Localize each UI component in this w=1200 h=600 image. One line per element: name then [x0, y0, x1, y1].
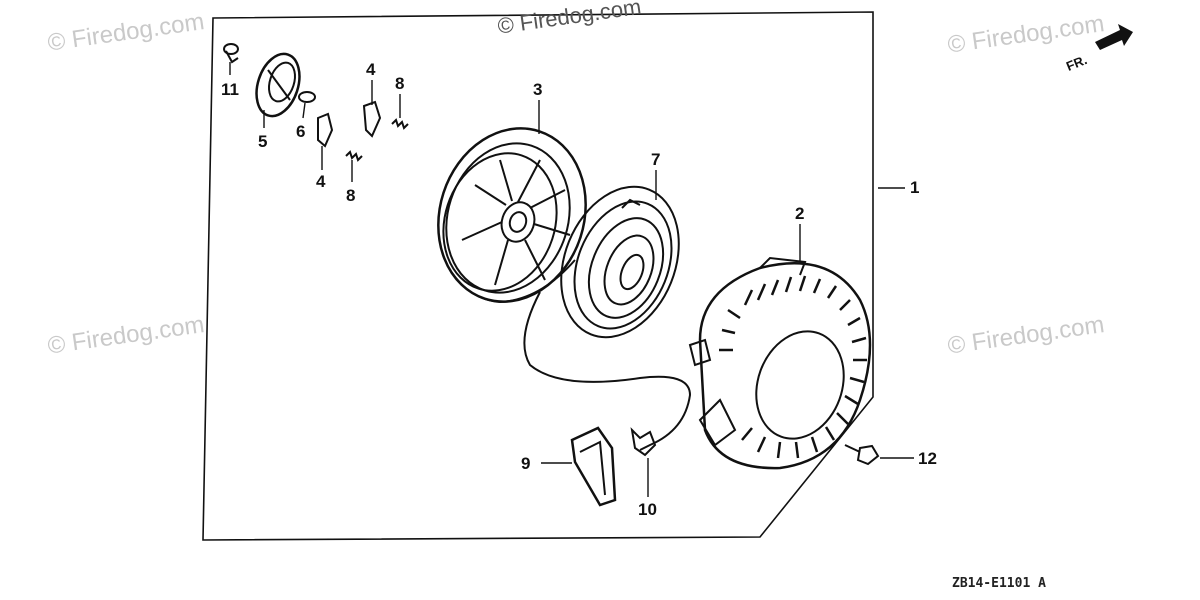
callout-4-lower: 4 [316, 172, 326, 191]
callout-8-lower: 8 [346, 186, 356, 205]
friction-spring-icon [298, 91, 316, 103]
callout-1: 1 [910, 178, 920, 197]
callout-2: 2 [795, 204, 805, 223]
starter-rope-icon [523, 291, 692, 451]
drawing-code: ZB14-E1101 A [952, 576, 1046, 591]
callout-4-upper: 4 [366, 60, 376, 79]
callout-12: 12 [918, 449, 937, 468]
setting-bolt-icon [223, 43, 239, 64]
recoil-spring-icon [560, 185, 680, 339]
starter-case-icon [688, 256, 872, 470]
callout-7: 7 [651, 150, 661, 169]
callout-3: 3 [533, 80, 543, 99]
leader-lines [229, 62, 914, 497]
callout-9: 9 [521, 454, 531, 473]
forward-arrow-icon [1095, 24, 1133, 50]
ratchet-guide-icon [255, 52, 301, 118]
callout-11: 11 [221, 80, 239, 99]
callout-8-upper: 8 [395, 74, 405, 93]
flange-bolt-icon [844, 444, 880, 466]
callout-5: 5 [258, 132, 268, 151]
starter-grip-icon [570, 426, 617, 507]
rope-knot-icon [630, 427, 657, 457]
starter-reel-icon [437, 127, 587, 304]
callout-6: 6 [296, 122, 306, 141]
assembly-frame [202, 11, 874, 541]
ratchet-pawl-icon [317, 100, 382, 148]
return-spring-icon [345, 118, 409, 162]
callout-10: 10 [638, 500, 657, 519]
